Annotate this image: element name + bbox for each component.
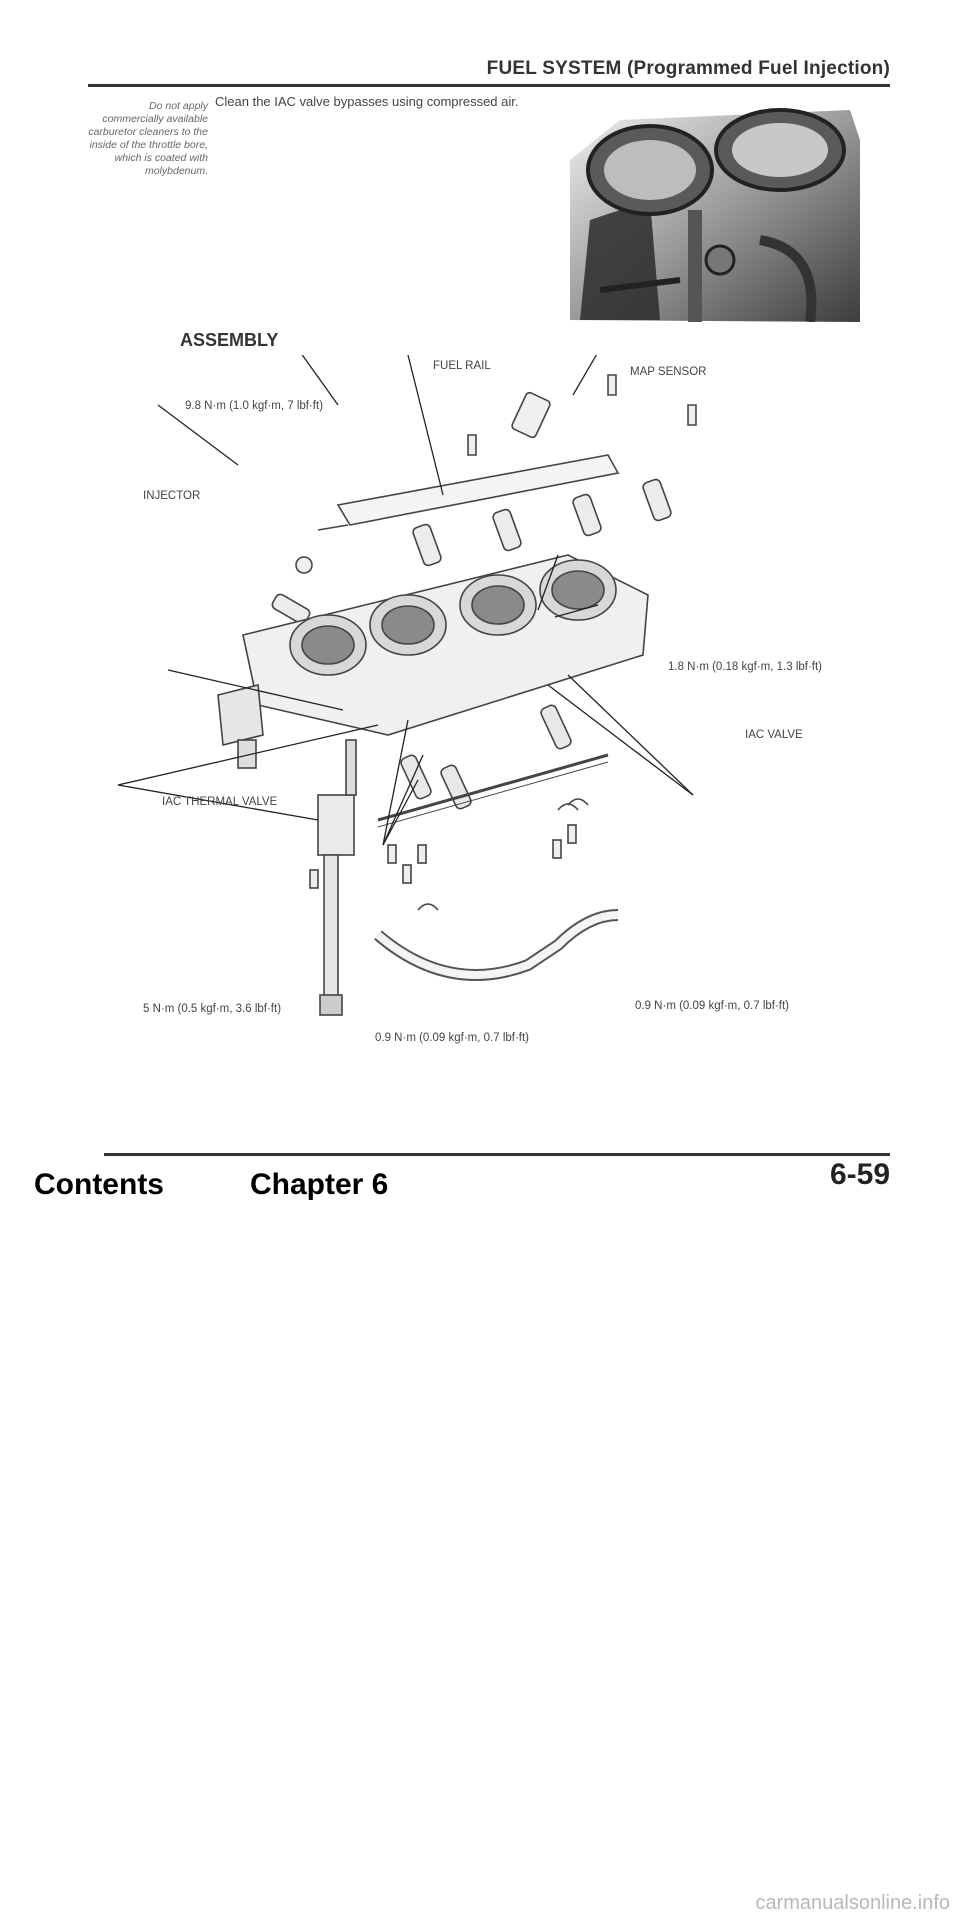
- header-divider: [88, 84, 890, 87]
- page-header-title: FUEL SYSTEM (Programmed Fuel Injection): [486, 58, 890, 79]
- throttle-body-photo: [560, 100, 860, 322]
- label-torque-clip-bottom: 0.9 N·m (0.09 kgf·m, 0.7 lbf·ft): [375, 1032, 530, 1044]
- label-fuel-rail: FUEL RAIL: [433, 360, 491, 372]
- label-torque-rail-bolt: 9.8 N·m (1.0 kgf·m, 7 lbf·ft): [185, 400, 324, 412]
- contents-link[interactable]: Contents: [34, 1168, 164, 1201]
- caution-note: Do not apply commercially available carb…: [88, 100, 208, 177]
- assembly-diagram: [117, 355, 697, 1016]
- label-map-sensor: MAP SENSOR: [630, 366, 707, 378]
- section-title: ASSEMBLY: [180, 330, 279, 350]
- label-injector: INJECTOR: [143, 490, 201, 502]
- label-iac-thermal-valve: IAC THERMAL VALVE: [162, 796, 278, 808]
- watermark: carmanualsonline.info: [755, 1892, 950, 1914]
- label-torque-thermal-valve: 5 N·m (0.5 kgf·m, 3.6 lbf·ft): [143, 1003, 282, 1015]
- footer-divider: [104, 1153, 890, 1156]
- page-number: 6-59: [829, 1158, 890, 1191]
- label-torque-iac-valve: 1.8 N·m (0.18 kgf·m, 1.3 lbf·ft): [668, 661, 823, 673]
- label-torque-clip-right: 0.9 N·m (0.09 kgf·m, 0.7 lbf·ft): [635, 1000, 790, 1012]
- cleaning-instruction: Clean the IAC valve bypasses using compr…: [215, 94, 519, 109]
- label-iac-valve: IAC VALVE: [745, 729, 803, 741]
- chapter-link[interactable]: Chapter 6: [250, 1168, 389, 1201]
